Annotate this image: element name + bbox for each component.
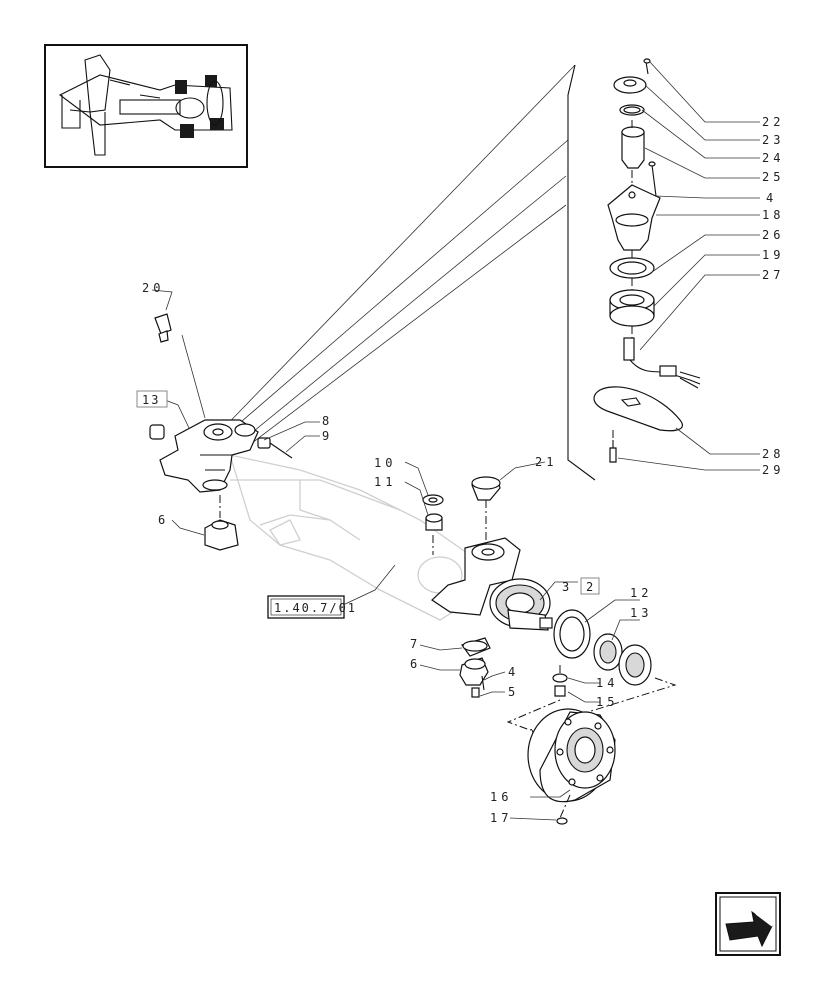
callout-26: 26 — [762, 228, 784, 242]
panel-leader-lines — [211, 64, 596, 481]
thumbnail-overview — [44, 44, 248, 168]
callout-13: 13 — [630, 606, 652, 620]
callout-19: 19 — [762, 248, 784, 262]
callout-16: 16 — [490, 790, 512, 804]
top-right-leaders — [617, 61, 760, 471]
callout-20: 20 — [142, 281, 164, 295]
callout-25: 25 — [762, 170, 784, 184]
callout-4-bottom: 4 — [508, 665, 519, 679]
callout-11: 11 — [374, 475, 396, 489]
callout-4-top: 4 — [766, 191, 777, 205]
left-knuckle-assembly — [149, 289, 320, 551]
callout-7: 7 — [410, 637, 421, 651]
callout-14: 14 — [596, 676, 618, 690]
callout-2-boxed: 2 — [586, 580, 595, 594]
callout-labels: 22 23 24 25 4 18 26 19 27 28 29 20 13 8 … — [136, 115, 784, 825]
callout-2-box — [580, 577, 600, 595]
callout-15: 15 — [596, 695, 618, 709]
callout-21: 21 — [535, 455, 557, 469]
callout-24: 24 — [762, 151, 784, 165]
callout-22: 22 — [762, 115, 784, 129]
callout-18: 18 — [762, 208, 784, 222]
callout-27: 27 — [762, 268, 784, 282]
reference-box-label: 1.40.7/01 — [274, 601, 357, 615]
callout-13-box — [136, 390, 168, 408]
callout-10: 10 — [374, 456, 396, 470]
callout-6-right: 6 — [410, 657, 421, 671]
callout-9: 9 — [322, 429, 333, 443]
callout-6-left: 6 — [158, 513, 169, 527]
callout-3: 3 — [562, 580, 573, 594]
callout-23: 23 — [762, 133, 784, 147]
callout-12: 12 — [630, 586, 652, 600]
right-hub-assembly — [404, 461, 677, 825]
callout-5: 5 — [508, 685, 519, 699]
callout-17: 17 — [490, 811, 512, 825]
callout-29: 29 — [762, 463, 784, 477]
callout-28: 28 — [762, 447, 784, 461]
reference-link[interactable]: 1.40.7/01 — [267, 595, 357, 619]
next-page-arrow-icon[interactable] — [715, 892, 781, 956]
callout-13-boxed: 13 — [142, 393, 160, 407]
reference-leader — [342, 564, 396, 606]
top-right-panel-parts — [593, 58, 701, 463]
callout-8: 8 — [322, 414, 333, 428]
